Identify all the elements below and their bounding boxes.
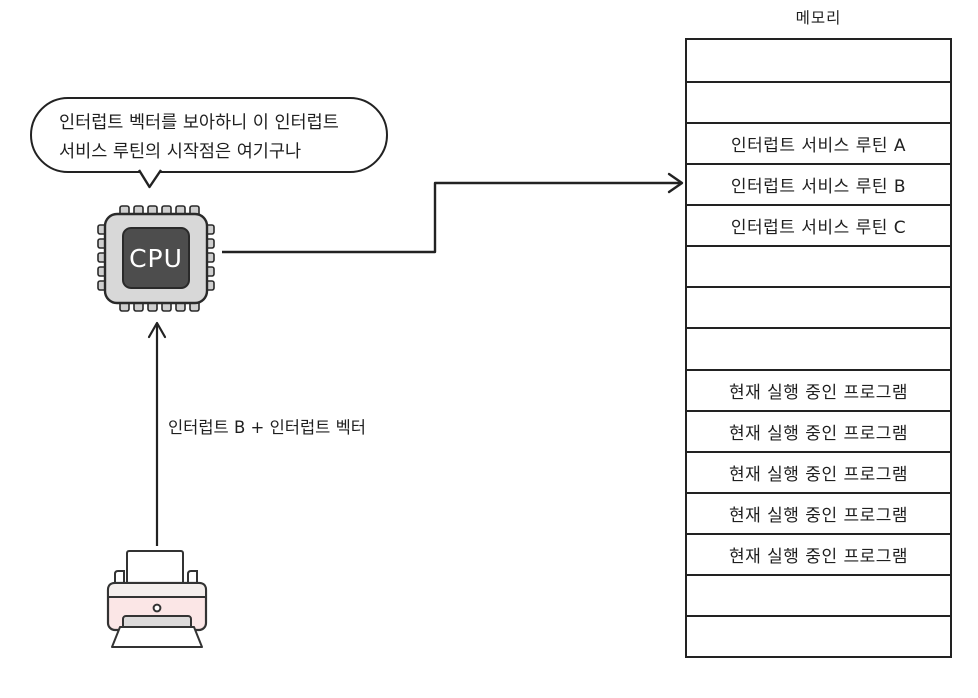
speech-bubble: 인터럽트 벡터를 보아하니 이 인터럽트 서비스 루틴의 시작점은 여기구나 [30,97,388,173]
memory-row [687,327,950,368]
speech-bubble-line2: 서비스 루틴의 시작점은 여기구나 [59,142,302,162]
cpu-label: CPU [129,244,183,273]
memory-row [687,573,950,615]
interrupt-vector-label: 인터럽트 B + 인터럽트 벡터 [168,418,366,437]
memory-row-current-program: 현재 실행 중인 프로그램 [687,368,950,410]
memory-row-label: 인터럽트 서비스 루틴 C [730,218,907,239]
memory-row-isr-a: 인터럽트 서비스 루틴 A [687,122,950,163]
speech-bubble-line1: 인터럽트 벡터를 보아하니 이 인터럽트 [59,113,339,133]
memory-row-label: 현재 실행 중인 프로그램 [728,546,909,567]
speech-bubble-tail [137,169,162,189]
memory-row-current-program: 현재 실행 중인 프로그램 [687,491,950,533]
memory-row-label: 현재 실행 중인 프로그램 [728,464,909,485]
memory-row [687,245,950,286]
memory-row [687,40,950,81]
memory-table: 인터럽트 서비스 루틴 A 인터럽트 서비스 루틴 B 인터럽트 서비스 루틴 … [685,38,952,658]
memory-title: 메모리 [795,9,842,27]
memory-row-isr-b: 인터럽트 서비스 루틴 B [687,163,950,204]
memory-row-current-program: 현재 실행 중인 프로그램 [687,532,950,574]
memory-row-label: 현재 실행 중인 프로그램 [728,423,909,444]
cpu-to-memory-arrow [222,172,684,254]
memory-row-label: 현재 실행 중인 프로그램 [728,382,909,403]
printer-icon [106,550,208,648]
memory-row [687,614,950,656]
memory-row-current-program: 현재 실행 중인 프로그램 [687,409,950,451]
printer-to-cpu-arrow [147,321,167,546]
memory-row-current-program: 현재 실행 중인 프로그램 [687,450,950,492]
memory-row-label: 현재 실행 중인 프로그램 [728,505,909,526]
memory-row [687,286,950,327]
memory-row [687,81,950,122]
memory-row-label: 인터럽트 서비스 루틴 B [730,177,907,198]
cpu-chip-icon: CPU [97,205,215,312]
memory-row-isr-c: 인터럽트 서비스 루틴 C [687,204,950,245]
memory-row-label: 인터럽트 서비스 루틴 A [730,136,907,157]
